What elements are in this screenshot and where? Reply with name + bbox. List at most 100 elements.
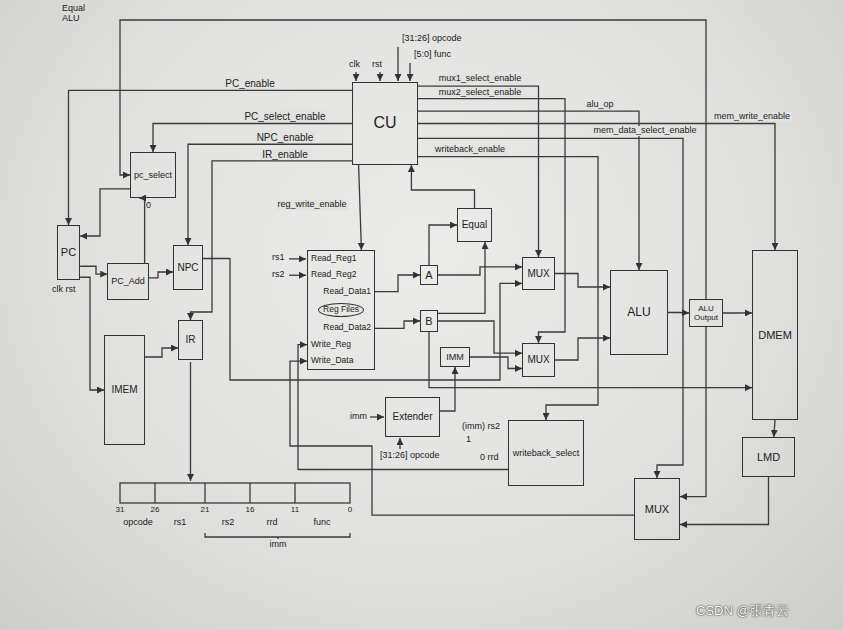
signal-label: imm bbox=[270, 540, 287, 550]
rs2-input-arrow bbox=[289, 275, 306, 276]
signal-label: mem_write_enable bbox=[712, 112, 792, 122]
signal-label: mem_data_select_enable bbox=[591, 126, 698, 136]
block-text: IMEM bbox=[111, 384, 137, 396]
signal-wire bbox=[418, 99, 565, 343]
signal-label: rs2 bbox=[222, 518, 235, 528]
signal-wire bbox=[555, 274, 610, 288]
block-text: Equal bbox=[462, 219, 488, 231]
datapath-block: MUX bbox=[634, 478, 680, 540]
signal-wire bbox=[555, 338, 610, 360]
signal-label: mux1_select_enable bbox=[437, 74, 524, 84]
signal-wire bbox=[375, 275, 420, 292]
signal-wire bbox=[290, 361, 634, 515]
datapath-block: MUX bbox=[522, 343, 555, 377]
signal-wire bbox=[139, 198, 144, 263]
signal-wire bbox=[429, 225, 457, 265]
signal-label: 26 bbox=[151, 506, 160, 515]
signal-wire bbox=[203, 259, 522, 381]
signal-label: [31:26] opcode bbox=[380, 451, 440, 461]
field-divider bbox=[204, 483, 205, 503]
datapath-block: pc_select bbox=[130, 152, 176, 198]
signal-label: writeback_enable bbox=[433, 145, 507, 155]
signal-wire bbox=[470, 357, 522, 369]
signal-label: mux2_select_enable bbox=[437, 88, 524, 98]
block-text: Read_Reg2 bbox=[311, 270, 356, 280]
signal-label: NPC_enable bbox=[255, 132, 316, 143]
signal-label: rs1 bbox=[272, 253, 285, 263]
signal-label: 0 rrd bbox=[480, 453, 499, 463]
field-divider bbox=[154, 483, 155, 503]
signal-label: (imm) rs2 bbox=[462, 422, 500, 432]
signal-label: rs2 bbox=[272, 270, 285, 280]
signal-wire bbox=[298, 345, 508, 470]
datapath-block: writeback_select bbox=[508, 420, 584, 486]
block-text: pc_select bbox=[134, 170, 172, 180]
block-text: LMD bbox=[757, 451, 780, 464]
field-divider bbox=[294, 483, 295, 503]
signal-label: 21 bbox=[201, 506, 210, 515]
signal-wire bbox=[191, 161, 353, 320]
signal-label: Equal ALU bbox=[62, 4, 92, 24]
datapath-block: CU bbox=[352, 82, 418, 165]
signal-wire bbox=[145, 348, 178, 357]
signal-wire bbox=[375, 321, 420, 328]
field-divider bbox=[249, 483, 250, 503]
signal-label: 0 bbox=[348, 506, 352, 515]
block-text: Read_Data1 bbox=[323, 287, 371, 297]
block-text: Read_Reg1 bbox=[311, 254, 356, 264]
block-text: B bbox=[425, 315, 432, 328]
block-text: DMEM bbox=[758, 329, 792, 342]
signal-label: 1 bbox=[466, 435, 471, 445]
signal-label: [5:0] func bbox=[414, 50, 451, 60]
imm-bracket bbox=[205, 533, 350, 539]
datapath-block: B bbox=[420, 310, 438, 332]
signal-label: 0 bbox=[146, 201, 151, 211]
signal-wire bbox=[149, 272, 173, 278]
signal-wire bbox=[723, 312, 752, 313]
clock-input-arrow bbox=[355, 72, 356, 81]
signal-wire bbox=[411, 165, 474, 208]
block-text: PC bbox=[61, 246, 76, 259]
signal-wire bbox=[418, 86, 539, 257]
opcode-input-arrow bbox=[397, 47, 398, 81]
reset-input-arrow bbox=[379, 72, 380, 81]
block-text: MUX bbox=[645, 503, 669, 516]
block-text: Read_Data2 bbox=[323, 323, 371, 333]
signal-label: PC_select_enable bbox=[242, 111, 327, 122]
datapath-block: A bbox=[420, 265, 438, 285]
signal-label: alu_op bbox=[584, 100, 615, 110]
block-text: IMM bbox=[446, 352, 464, 362]
signal-label: PC_enable bbox=[223, 78, 276, 89]
signal-label: rrd bbox=[267, 518, 278, 528]
signal-label: 16 bbox=[246, 506, 255, 515]
signal-wire bbox=[153, 124, 352, 153]
instruction-format-bar bbox=[120, 483, 350, 503]
signal-label: rst bbox=[372, 60, 382, 70]
signal-wire bbox=[680, 477, 769, 525]
block-text: ALU Output bbox=[692, 304, 720, 322]
signal-wire bbox=[774, 420, 775, 437]
datapath-block: MUX bbox=[522, 257, 555, 290]
signal-label: clk bbox=[349, 60, 360, 70]
block-text: ALU bbox=[627, 306, 650, 320]
signal-wire bbox=[418, 124, 775, 251]
block-text: IR bbox=[186, 334, 196, 346]
signal-wire bbox=[359, 165, 362, 250]
block-text: PC_Add bbox=[111, 276, 145, 286]
datapath-block: Equal bbox=[457, 208, 492, 242]
signal-label: [31:26] opcode bbox=[402, 34, 462, 44]
signal-wire bbox=[438, 267, 522, 275]
datapath-block: IMEM bbox=[104, 335, 145, 445]
block-text: CU bbox=[373, 114, 396, 132]
block-text: Reg Files bbox=[318, 303, 364, 317]
func-input-arrow bbox=[409, 63, 410, 81]
watermark: CSDN @張青云 bbox=[696, 604, 789, 618]
signal-wire bbox=[438, 321, 522, 353]
datapath-block: ALU bbox=[610, 270, 668, 355]
opcode-extender-arrow bbox=[399, 438, 400, 449]
block-text: MUX bbox=[527, 268, 549, 280]
signal-wire bbox=[668, 312, 689, 314]
signal-label: 31 bbox=[116, 506, 125, 515]
datapath-block: Extender bbox=[385, 397, 440, 437]
datapath-block: DMEM bbox=[752, 250, 798, 420]
